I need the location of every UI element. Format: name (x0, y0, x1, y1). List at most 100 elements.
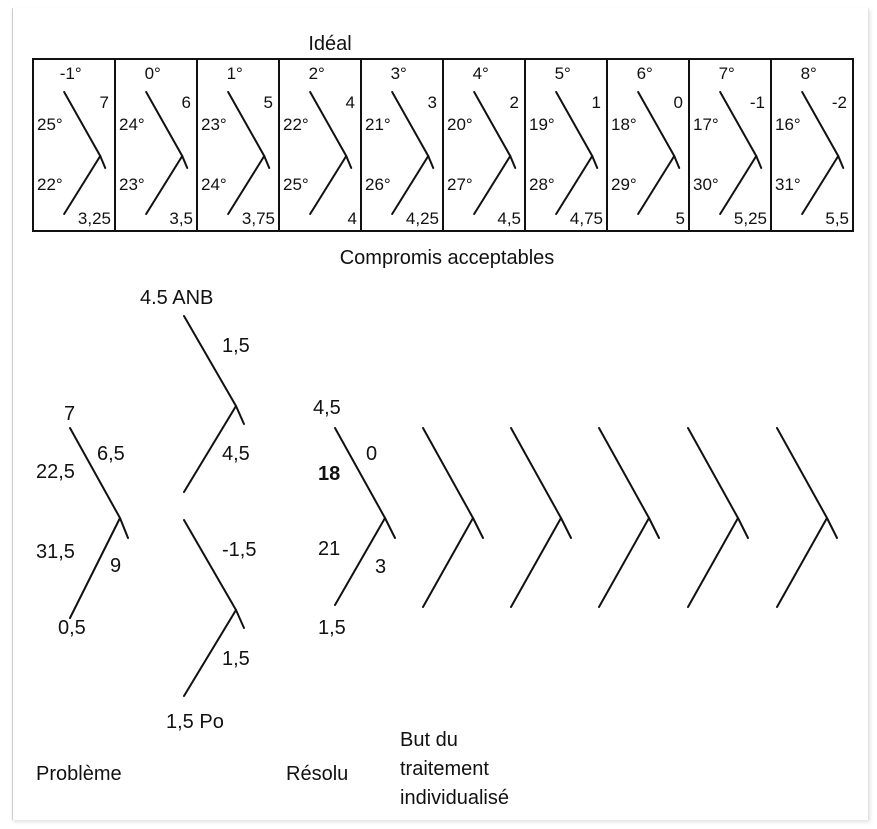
ideal-cell-b: 6 (182, 93, 191, 112)
but-line-2: traitement (400, 758, 489, 780)
resolu-chevron (334, 427, 387, 606)
resolu-label: Résolu (286, 763, 348, 785)
resolu-c: 21 (318, 538, 340, 560)
ideal-cell-a: 23° (201, 115, 227, 134)
ideal-cell-tick (427, 155, 435, 169)
ideal-cell-top: 6° (637, 64, 653, 83)
ideal-cell-d: 5,5 (825, 209, 849, 228)
ideal-cell-b: -1 (750, 93, 765, 112)
ideal-cell-tick (591, 155, 599, 169)
ideal-cell-c: 31° (775, 175, 801, 194)
probleme-a: 22,5 (36, 461, 75, 483)
ideal-cell-tick (755, 155, 763, 169)
ideal-cell-a: 25° (37, 115, 63, 134)
ideal-cell-tick (99, 155, 107, 169)
ideal-cell-a: 21° (365, 115, 391, 134)
ideal-cell-b: 2 (510, 93, 519, 112)
ideal-cell-c: 23° (119, 175, 145, 194)
ideal-cell-a: 18° (611, 115, 637, 134)
po-bottom: 1,5 Po (166, 711, 224, 733)
po-b: -1,5 (222, 539, 256, 561)
probleme-tick (119, 517, 129, 539)
anb-top: 4.5 ANB (140, 287, 213, 309)
ideal-cell-a: 22° (283, 115, 309, 134)
ideal-cell-d: 4,75 (570, 209, 603, 228)
ideal-cell-chevron (555, 91, 594, 215)
goal-tick-5 (826, 517, 838, 539)
ideal-cell-chevron (227, 91, 266, 215)
ideal-cell-top: 8° (801, 64, 817, 83)
goal-chevron-2 (510, 427, 563, 608)
ideal-cell-top: 7° (719, 64, 735, 83)
ideal-cell-chevron (309, 91, 348, 215)
ideal-cell-top: 5° (555, 64, 571, 83)
probleme-top: 7 (64, 403, 75, 425)
ideal-cell-chevron (637, 91, 676, 215)
ideal-cell-c: 28° (529, 175, 555, 194)
ideal-cell-b: 1 (592, 93, 601, 112)
ideal-cell-tick (181, 155, 189, 169)
ideal-cell-d: 5,25 (734, 209, 767, 228)
goal-tick-4 (737, 517, 749, 539)
ideal-cell-d: 4,25 (406, 209, 439, 228)
probleme-b: 6,5 (97, 443, 125, 465)
ideal-cell-a: 16° (775, 115, 801, 134)
ideal-cell-tick (345, 155, 353, 169)
ideal-cell-c: 22° (37, 175, 63, 194)
ideal-cell-c: 26° (365, 175, 391, 194)
ideal-cell-top: 2° (309, 64, 325, 83)
ideal-cell-c: 30° (693, 175, 719, 194)
ideal-cell-top: 1° (227, 64, 243, 83)
ideal-cell-tick (509, 155, 517, 169)
resolu-e: 3 (375, 556, 386, 578)
resolu-wiggle: 4,5 18 0 21 3 1,5 Résolu (286, 397, 396, 785)
ideal-cell-d: 4,5 (497, 209, 521, 228)
ideal-cell-d: 5 (676, 209, 685, 228)
goal-wiggles (422, 427, 838, 608)
ideal-cell-a: 19° (529, 115, 555, 134)
anb-wiggle: 4.5 ANB 1,5 4,5 (140, 287, 250, 493)
ideal-cell-top: 3° (391, 64, 407, 83)
ideal-cell-b: 5 (264, 93, 273, 112)
anb-e: 4,5 (222, 443, 250, 465)
resolu-tick (384, 517, 396, 539)
goal-tick-2 (560, 517, 572, 539)
resolu-top: 4,5 (313, 397, 341, 419)
resolu-bottom: 1,5 (318, 617, 346, 639)
ideal-cell-top: 0° (145, 64, 161, 83)
probleme-e: 9 (110, 555, 121, 577)
ideal-cell-c: 29° (611, 175, 637, 194)
ideal-cell-d: 3,75 (242, 209, 275, 228)
ideal-cell-chevron (63, 91, 102, 215)
ideal-cell-a: 24° (119, 115, 145, 134)
figure-frame (12, 8, 869, 820)
ideal-title: Idéal (308, 33, 351, 55)
probleme-bottom: 0,5 (58, 617, 86, 639)
but-line-3: individualisé (400, 787, 509, 809)
ideal-cell-top: -1° (60, 64, 82, 83)
ideal-cell-b: 4 (346, 93, 355, 112)
goal-chevron-3 (598, 427, 651, 608)
goal-chevron-5 (776, 427, 829, 608)
goal-tick-3 (648, 517, 660, 539)
ideal-cell-tick (263, 155, 271, 169)
goal-chevron-1 (422, 427, 475, 608)
ideal-cells: -1°25°722°3,250°24°623°3,51°23°524°3,752… (37, 59, 849, 231)
ideal-cell-d: 3,25 (78, 209, 111, 228)
compromise-title: Compromis acceptables (340, 247, 555, 269)
ideal-cell-c: 25° (283, 175, 309, 194)
probleme-wiggle: 7 22,5 6,5 31,5 9 0,5 Problème (36, 403, 129, 785)
ideal-cell-d: 3,5 (169, 209, 193, 228)
ideal-cell-c: 27° (447, 175, 473, 194)
po-tick (235, 609, 245, 629)
ideal-cell-chevron (391, 91, 430, 215)
ideal-cell-b: -2 (832, 93, 847, 112)
anb-tick (235, 405, 245, 425)
po-wiggle: -1,5 1,5 1,5 Po (166, 519, 256, 733)
ideal-cell-chevron (473, 91, 512, 215)
ideal-cell-c: 24° (201, 175, 227, 194)
probleme-label: Problème (36, 763, 122, 785)
goal-tick-1 (472, 517, 484, 539)
resolu-a: 18 (318, 463, 340, 485)
